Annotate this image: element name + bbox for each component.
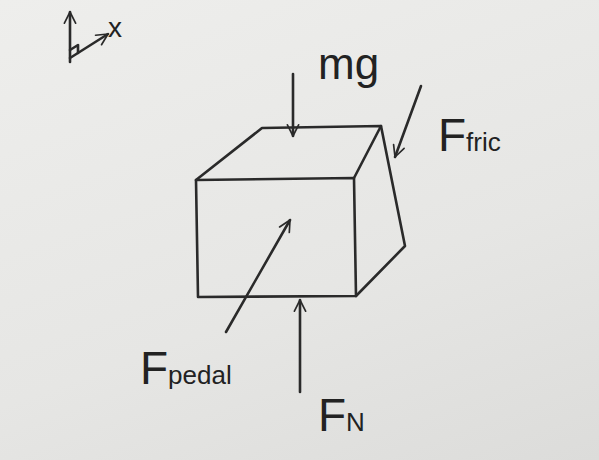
- weight-arrow: [292, 74, 295, 136]
- force-label: FN: [318, 392, 365, 438]
- axes-symbol: [70, 12, 108, 62]
- friction-arrow: [395, 86, 421, 157]
- force-label: Fpedal: [140, 345, 232, 391]
- force-label: mg: [318, 42, 379, 86]
- force-label: Ffric: [438, 112, 501, 158]
- pedal-arrow: [226, 220, 290, 332]
- axis-label: x: [108, 14, 122, 42]
- normal-arrow: [299, 300, 302, 392]
- block-sketch: [196, 126, 405, 297]
